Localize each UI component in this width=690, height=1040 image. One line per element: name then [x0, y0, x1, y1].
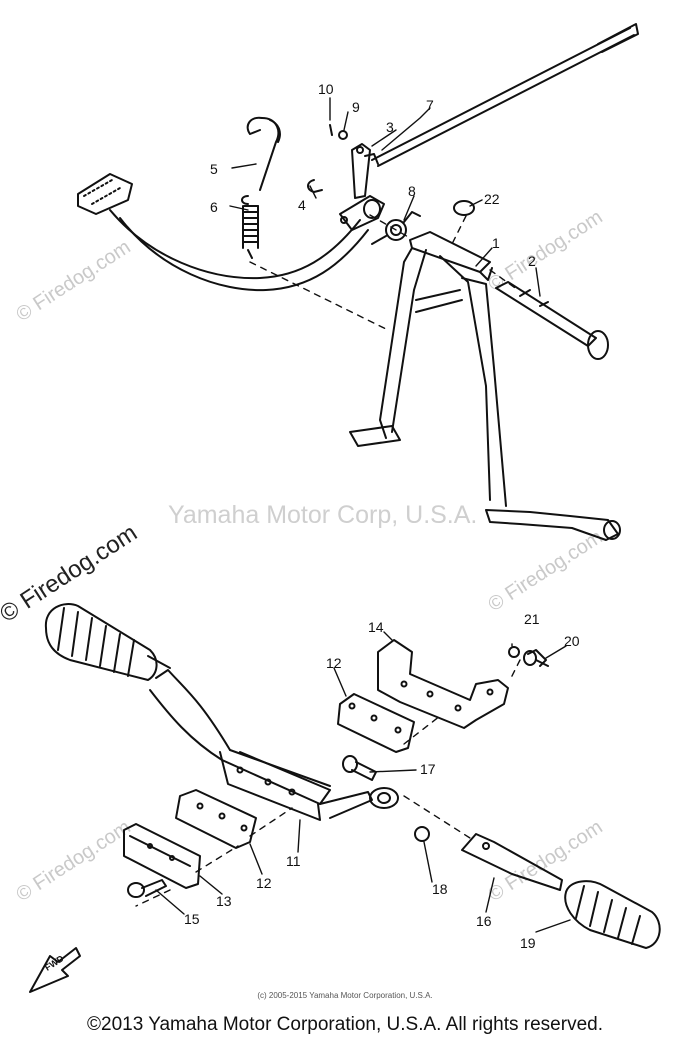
- callout-5: 5: [210, 161, 218, 177]
- callout-4: 4: [298, 197, 306, 213]
- nut-18: [414, 826, 430, 842]
- callout-11: 11: [286, 853, 301, 869]
- center-stand-1: [349, 231, 621, 541]
- callout-12-lower: 12: [256, 875, 272, 891]
- clip-4: [307, 179, 323, 193]
- callout-20: 20: [564, 633, 580, 649]
- bracket-13: [123, 823, 201, 889]
- washer-21: [508, 646, 520, 658]
- copyright-main: ©2013 Yamaha Motor Corporation, U.S.A. A…: [87, 1014, 603, 1035]
- callout-14: 14: [368, 619, 384, 635]
- callout-12-upper: 12: [326, 655, 342, 671]
- footrest-16: [461, 833, 563, 891]
- copyright-small: (c) 2005-2015 Yamaha Motor Corporation, …: [257, 991, 433, 1000]
- bracket-14: [377, 639, 509, 729]
- spring-6: [241, 195, 259, 259]
- callout-15: 15: [184, 911, 200, 927]
- watermark-yamaha: Yamaha Motor Corp, U.S.A.: [168, 501, 478, 529]
- callout-22: 22: [484, 191, 500, 207]
- plate-12-lower: [175, 789, 257, 849]
- callout-16: 16: [476, 913, 492, 929]
- callout-19: 19: [520, 935, 536, 951]
- lever-3: [351, 143, 379, 199]
- bolt-17: [342, 755, 377, 781]
- pivot-shaft-2: [495, 281, 609, 360]
- plate-12-upper: [337, 693, 415, 753]
- footrest-bar-11: [149, 669, 399, 821]
- callout-18: 18: [432, 881, 448, 897]
- bolt-20: [523, 649, 549, 667]
- bolt-15: [127, 879, 167, 898]
- callout-6: 6: [210, 199, 218, 215]
- callout-1: 1: [492, 235, 500, 251]
- callout-13: 13: [216, 893, 232, 909]
- callout-2: 2: [528, 253, 536, 269]
- callout-17: 17: [420, 761, 436, 777]
- callout-10: 10: [318, 81, 334, 97]
- fwd-arrow: [29, 947, 81, 993]
- spring-hook-5: [246, 116, 281, 191]
- rod-7: [371, 23, 639, 167]
- callout-3: 3: [386, 119, 394, 135]
- washer-9: [338, 130, 348, 140]
- spring-8: [371, 211, 421, 245]
- brake-pedal: [77, 173, 385, 292]
- callout-9: 9: [352, 99, 360, 115]
- callout-21: 21: [524, 611, 540, 627]
- footrest-rubber-19: [564, 880, 661, 949]
- pin-10: [329, 124, 333, 136]
- cap-22: [453, 200, 475, 216]
- callout-7: 7: [426, 97, 434, 113]
- left-footrest-rubber: [44, 603, 171, 681]
- callout-8: 8: [408, 183, 416, 199]
